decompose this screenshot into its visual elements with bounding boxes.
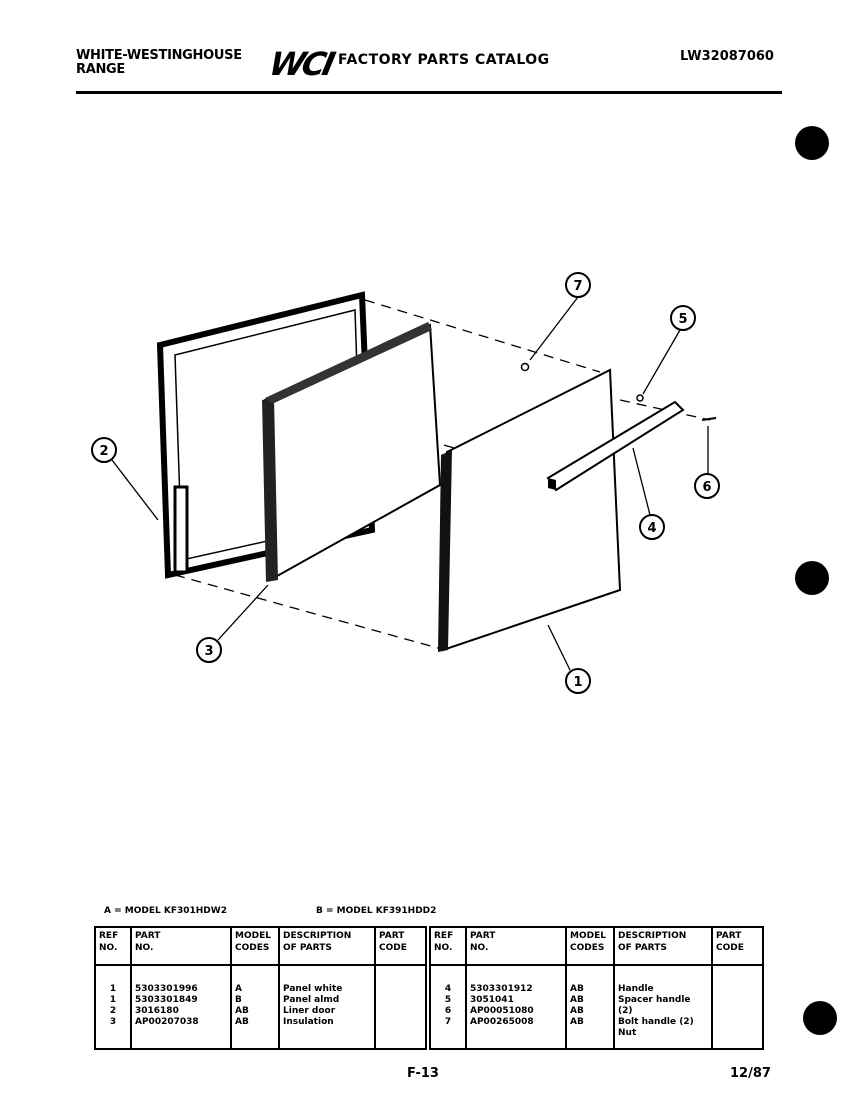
svg-text:2: 2 — [99, 444, 108, 459]
svg-text:3: 3 — [204, 644, 213, 659]
model-a-legend: A = MODEL KF301HDW2 — [104, 906, 227, 916]
part-code-column — [711, 964, 764, 1050]
binder-hole-icon — [795, 561, 829, 595]
svg-text:6: 6 — [702, 480, 711, 495]
callout-leaders — [111, 296, 709, 671]
handle-part-4 — [520, 362, 717, 492]
callout-2: 2 — [91, 437, 117, 463]
svg-text:5: 5 — [678, 312, 687, 327]
page-number: F-13 — [407, 1066, 439, 1081]
binder-hole-icon — [803, 1001, 837, 1035]
callout-6: 6 — [694, 473, 720, 499]
callout-4: 4 — [639, 514, 665, 540]
catalog-date: 12/87 — [730, 1066, 771, 1081]
callout-7: 7 — [565, 272, 591, 298]
header-divider — [76, 91, 782, 94]
outer-panel-part-1 — [438, 368, 622, 652]
brand-name: WHITE-WESTINGHOUSE — [76, 48, 242, 63]
svg-text:4: 4 — [647, 521, 656, 536]
callout-5: 5 — [670, 305, 696, 331]
brand: WHITE-WESTINGHOUSE RANGE — [76, 49, 242, 77]
svg-text:7: 7 — [573, 279, 582, 294]
svg-text:1: 1 — [573, 675, 582, 690]
part-code-column — [374, 964, 427, 1050]
catalog-number: LW32087060 — [680, 49, 774, 64]
product-type: RANGE — [76, 62, 126, 77]
callout-1: 1 — [565, 668, 591, 694]
insulation-part-3 — [262, 322, 442, 582]
model-b-legend: B = MODEL KF391HDD2 — [316, 906, 437, 916]
callout-3: 3 — [196, 637, 222, 663]
exploded-door-diagram: 1 2 3 4 5 6 7 — [91, 272, 720, 694]
binder-hole-icon — [795, 126, 829, 160]
catalog-title: FACTORY PARTS CATALOG — [338, 52, 550, 68]
